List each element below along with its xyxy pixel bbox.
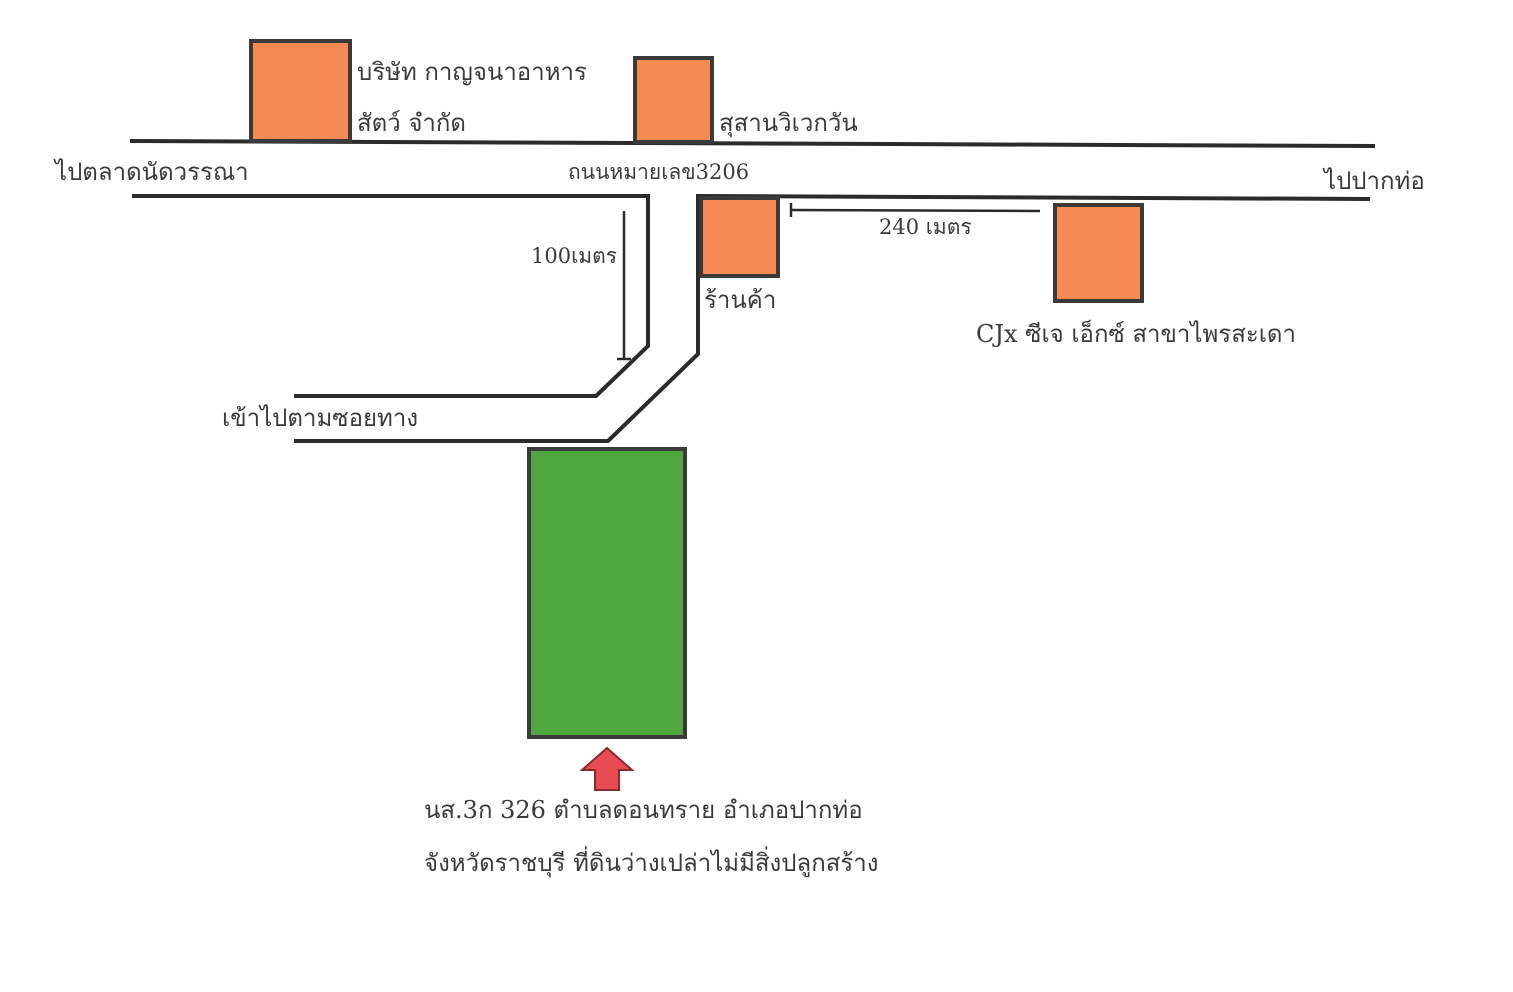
highway-label: ถนนหมายเลข3206 bbox=[568, 160, 749, 184]
distance-240-label: 240 เมตร bbox=[879, 215, 972, 239]
distance-240-marker bbox=[790, 208, 1041, 213]
highway-bottom-edge-right bbox=[294, 193, 1371, 443]
land-plot bbox=[527, 447, 687, 739]
plot-arrow-icon bbox=[579, 746, 635, 791]
plot-description-line1: นส.3ก 326 ตำบลดอนทราย อำเภอปากท่อ bbox=[424, 796, 863, 824]
to-market-label: ไปตลาดนัดวรรณา bbox=[53, 158, 249, 186]
cemetery-building bbox=[633, 56, 714, 144]
shop-building bbox=[699, 196, 780, 278]
shop-label: ร้านค้า bbox=[704, 286, 776, 314]
highway-bottom-edge-left bbox=[132, 194, 650, 398]
soi-entry-label: เข้าไปตามซอยทาง bbox=[222, 404, 418, 432]
company-building bbox=[249, 39, 352, 143]
company-label-line1: บริษัท กาญจนาอาหาร bbox=[357, 58, 587, 86]
plot-description-line2: จังหวัดราชบุรี ที่ดินว่างเปล่าไม่มีสิ่งป… bbox=[424, 846, 878, 878]
distance-100-label: 100เมตร bbox=[531, 244, 617, 268]
cjx-label: CJx ซีเจ เอ็กซ์ สาขาไพรสะเดา bbox=[976, 319, 1296, 348]
cjx-building bbox=[1053, 203, 1144, 303]
cemetery-label: สุสานวิเวกวัน bbox=[719, 109, 858, 138]
to-pak-tho-label: ไปปากท่อ bbox=[1322, 167, 1425, 195]
company-label-line2: สัตว์ จำกัด bbox=[357, 109, 466, 137]
